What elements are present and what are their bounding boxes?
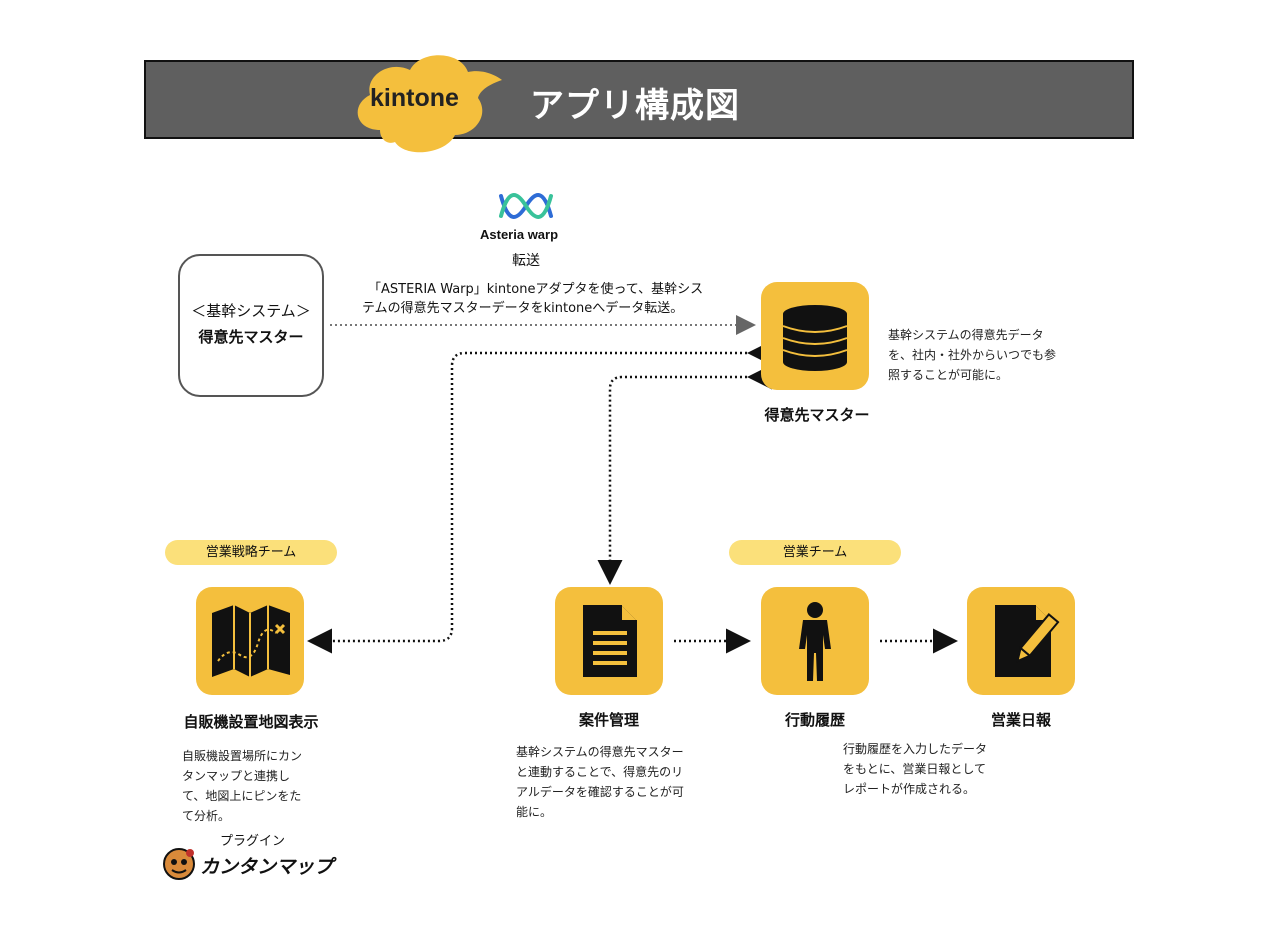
vending-map-description: 自販機設置場所にカンタンマップと連携して、地図上にピンをたて分析。: [182, 749, 303, 823]
case-management-description: 基幹システムの得意先マスターと連動することで、得意先のリアルデータを確認すること…: [516, 745, 684, 819]
asteria-description-line2: テムの得意先マスターデータをkintoneへデータ転送。: [362, 301, 684, 316]
vending-map-label: 自販機設置地図表示: [183, 713, 319, 731]
asteria-logo-text: Asteria warp: [480, 227, 559, 242]
header-bar: [144, 60, 1134, 139]
sales-report-tile[interactable]: [967, 587, 1075, 695]
team-badge-strategy: 営業戦略チーム: [165, 540, 337, 565]
plugin-name: カンタンマップ: [200, 856, 334, 878]
case-management-tile[interactable]: [555, 587, 663, 695]
customer-master-description: 基幹システムの得意先データを、社内・社外からいつでも参照することが可能に。: [888, 328, 1057, 382]
asteria-wave-icon: [499, 193, 553, 219]
team-badge-sales: 営業チーム: [729, 540, 901, 565]
activity-history-tile[interactable]: [761, 587, 869, 695]
customer-master-label: 得意先マスター: [764, 406, 870, 424]
kintone-logo-text: kintone: [370, 84, 459, 112]
document-icon: [583, 605, 637, 677]
activity-history-description: 行動履歴を入力したデータをもとに、営業日報としてレポートが作成される。: [843, 742, 988, 796]
map-icon: [212, 605, 290, 677]
map-master-link: [307, 340, 772, 654]
database-icon: [782, 305, 848, 371]
vending-map-tile[interactable]: [196, 587, 304, 695]
page-title: アプリ構成図: [530, 86, 740, 126]
case-master-link: [597, 364, 772, 585]
edit-document-icon: [995, 605, 1060, 677]
person-icon: [799, 602, 831, 681]
customer-master-tile[interactable]: [761, 282, 869, 390]
core-system-title: ＜基幹システム＞: [191, 302, 311, 320]
core-system-subtitle: 得意先マスター: [198, 328, 304, 346]
sales-report-label: 営業日報: [990, 711, 1051, 729]
plugin-label: プラグイン: [220, 834, 286, 849]
kintone-cloud-logo: [357, 55, 502, 153]
core-system-box: [178, 254, 324, 397]
case-management-label: 案件管理: [578, 711, 639, 729]
kantan-map-mascot-icon: [163, 848, 195, 880]
transfer-label: 転送: [512, 253, 540, 269]
asteria-description-line1: 「ASTERIA Warp」kintoneアダプタを使って、基幹シス: [368, 282, 704, 297]
activity-history-label: 行動履歴: [784, 711, 845, 729]
